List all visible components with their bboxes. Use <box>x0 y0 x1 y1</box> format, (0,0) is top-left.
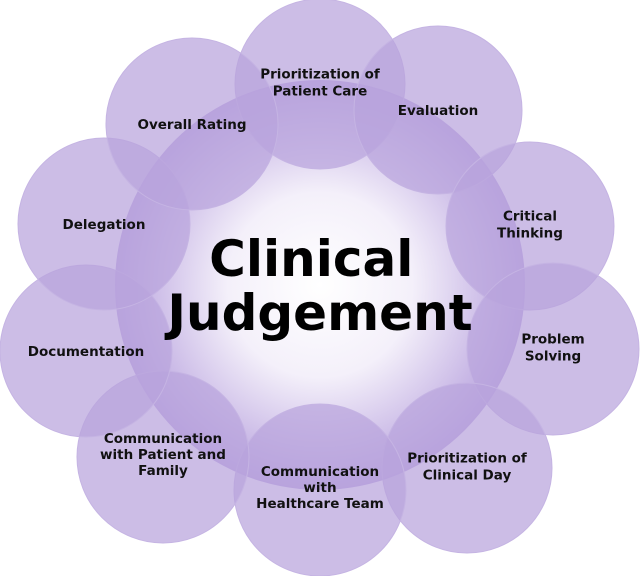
node-label-documentation: Documentation <box>28 344 144 360</box>
node-label-evaluation: Evaluation <box>398 103 478 119</box>
node-label-line: Critical <box>503 209 557 225</box>
node-label-line: Thinking <box>497 226 563 242</box>
node-label-line: Communication <box>104 431 222 447</box>
node-label-line: with <box>303 480 336 496</box>
center-title-line-1: Clinical <box>209 230 413 288</box>
center-title-line-2: Judgement <box>164 284 472 342</box>
node-circle-problem-solving <box>466 262 640 436</box>
node-label-line: Healthcare Team <box>256 496 384 512</box>
node-label-line: Patient Care <box>273 84 367 100</box>
node-label-line: Prioritization of <box>260 67 380 83</box>
node-label-line: Evaluation <box>398 103 478 119</box>
node-label-line: Problem <box>521 332 584 348</box>
node-circle-overall-rating <box>105 37 279 211</box>
node-label-line: Delegation <box>63 217 146 233</box>
center-title: Clinical Judgement <box>164 230 472 342</box>
node-label-line: Overall Rating <box>137 117 246 133</box>
node-label-line: Prioritization of <box>407 451 527 467</box>
node-label-overall-rating: Overall Rating <box>137 117 246 133</box>
node-label-line: with Patient and <box>100 447 226 463</box>
node-label-line: Family <box>138 463 188 479</box>
node-label-line: Communication <box>261 464 379 480</box>
node-label-line: Documentation <box>28 344 144 360</box>
node-circle-evaluation <box>353 25 523 195</box>
node-label-line: Clinical Day <box>423 468 512 484</box>
node-label-line: Solving <box>525 349 581 365</box>
node-label-delegation: Delegation <box>63 217 146 233</box>
